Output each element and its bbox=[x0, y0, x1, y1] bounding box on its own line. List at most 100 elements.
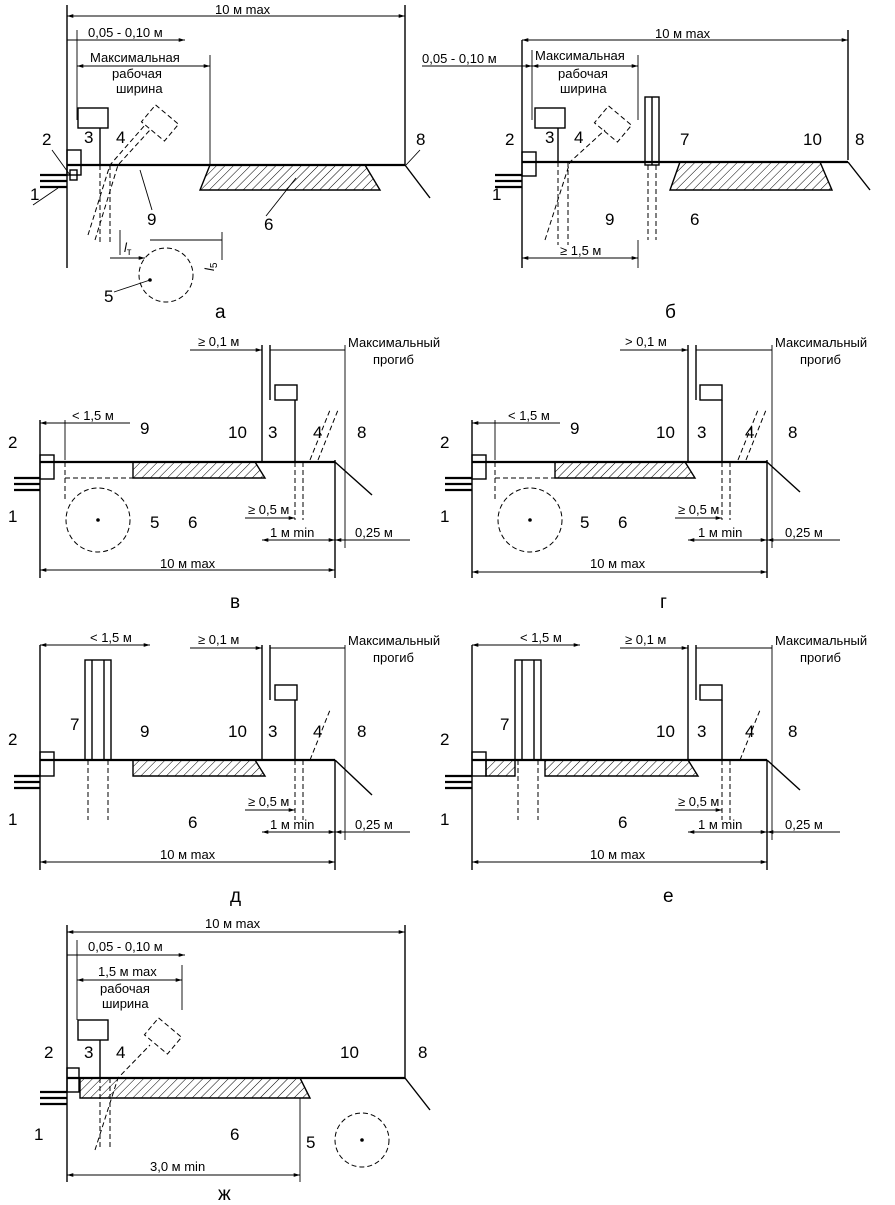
svg-text:5: 5 bbox=[580, 513, 589, 532]
svg-text:4: 4 bbox=[745, 423, 754, 442]
svg-text:9: 9 bbox=[147, 210, 156, 229]
svg-text:1,5 м max: 1,5 м max bbox=[98, 964, 157, 979]
svg-text:10: 10 bbox=[228, 423, 247, 442]
svg-text:10: 10 bbox=[656, 722, 675, 741]
svg-text:≥ 0,5 м: ≥ 0,5 м bbox=[678, 502, 719, 517]
panel-label-a: а bbox=[215, 302, 226, 323]
svg-text:1: 1 bbox=[492, 185, 501, 204]
panel-label-g: г bbox=[660, 592, 667, 613]
svg-text:2: 2 bbox=[44, 1043, 53, 1062]
svg-text:< 1,5 м: < 1,5 м bbox=[508, 408, 550, 423]
svg-text:2: 2 bbox=[440, 433, 449, 452]
svg-text:3: 3 bbox=[545, 128, 554, 147]
svg-text:1: 1 bbox=[440, 810, 449, 829]
svg-text:lт: lт bbox=[124, 240, 132, 258]
svg-text:8: 8 bbox=[788, 423, 797, 442]
svg-text:≥ 0,1 м: ≥ 0,1 м bbox=[625, 632, 666, 647]
svg-text:3: 3 bbox=[84, 1043, 93, 1062]
svg-text:1 м min: 1 м min bbox=[270, 817, 314, 832]
svg-text:6: 6 bbox=[230, 1125, 239, 1144]
svg-text:1 м min: 1 м min bbox=[698, 817, 742, 832]
svg-text:4: 4 bbox=[116, 128, 125, 147]
svg-text:5: 5 bbox=[306, 1133, 315, 1152]
svg-text:6: 6 bbox=[618, 513, 627, 532]
svg-text:≥ 0,1 м: ≥ 0,1 м bbox=[198, 632, 239, 647]
svg-text:≥ 0,5 м: ≥ 0,5 м bbox=[248, 502, 289, 517]
svg-text:0,25 м: 0,25 м bbox=[785, 525, 823, 540]
svg-text:≥ 0,1 м: ≥ 0,1 м bbox=[198, 334, 239, 349]
svg-text:0,25 м: 0,25 м bbox=[355, 817, 393, 832]
svg-text:10: 10 bbox=[340, 1043, 359, 1062]
svg-text:5: 5 bbox=[104, 287, 113, 306]
svg-text:10 м max: 10 м max bbox=[205, 916, 261, 931]
svg-text:9: 9 bbox=[140, 419, 149, 438]
panel-label-zh: ж bbox=[218, 1184, 231, 1205]
svg-text:3: 3 bbox=[697, 722, 706, 741]
svg-text:2: 2 bbox=[440, 730, 449, 749]
svg-text:10 м max: 10 м max bbox=[160, 847, 216, 862]
panel-label-b: б bbox=[665, 302, 676, 323]
svg-text:1: 1 bbox=[8, 810, 17, 829]
svg-text:3: 3 bbox=[84, 128, 93, 147]
dim-10m-max: 10 м max bbox=[215, 2, 271, 17]
svg-text:≥ 0,5 м: ≥ 0,5 м bbox=[678, 794, 719, 809]
svg-text:0,05 - 0,10 м: 0,05 - 0,10 м bbox=[88, 939, 163, 954]
svg-text:10 м max: 10 м max bbox=[590, 556, 646, 571]
svg-text:3,0 м min: 3,0 м min bbox=[150, 1159, 205, 1174]
dim-gap: 0,05 - 0,10 м bbox=[88, 25, 163, 40]
svg-text:10: 10 bbox=[803, 130, 822, 149]
svg-text:0,25 м: 0,25 м bbox=[355, 525, 393, 540]
svg-text:7: 7 bbox=[680, 130, 689, 149]
panel-label-d: д bbox=[230, 886, 241, 907]
svg-text:0,05 - 0,10 м: 0,05 - 0,10 м bbox=[422, 51, 497, 66]
svg-text:1: 1 bbox=[440, 507, 449, 526]
svg-text:2: 2 bbox=[8, 433, 17, 452]
svg-text:2: 2 bbox=[8, 730, 17, 749]
svg-text:7: 7 bbox=[70, 715, 79, 734]
svg-text:≥ 0,5 м: ≥ 0,5 м bbox=[248, 794, 289, 809]
svg-text:7: 7 bbox=[500, 715, 509, 734]
svg-text:4: 4 bbox=[313, 722, 322, 741]
svg-text:9: 9 bbox=[605, 210, 614, 229]
svg-text:3: 3 bbox=[268, 722, 277, 741]
svg-text:8: 8 bbox=[416, 130, 425, 149]
svg-text:10: 10 bbox=[228, 722, 247, 741]
svg-text:≥ 1,5 м: ≥ 1,5 м bbox=[560, 243, 601, 258]
svg-text:8: 8 bbox=[418, 1043, 427, 1062]
svg-text:10 м max: 10 м max bbox=[160, 556, 216, 571]
svg-text:> 0,1 м: > 0,1 м bbox=[625, 334, 667, 349]
svg-text:1 м min: 1 м min bbox=[270, 525, 314, 540]
panel-zh: 10 м max 0,05 - 0,10 м 1,5 м max рабочая… bbox=[34, 916, 431, 1205]
svg-text:6: 6 bbox=[188, 513, 197, 532]
svg-text:4: 4 bbox=[745, 722, 754, 741]
svg-text:5: 5 bbox=[150, 513, 159, 532]
svg-text:0,25 м: 0,25 м bbox=[785, 817, 823, 832]
svg-text:2: 2 bbox=[42, 130, 51, 149]
svg-text:4: 4 bbox=[574, 128, 583, 147]
svg-text:1: 1 bbox=[34, 1125, 43, 1144]
svg-text:3: 3 bbox=[268, 423, 277, 442]
panel-label-e: е bbox=[663, 886, 674, 907]
svg-text:10 м max: 10 м max bbox=[590, 847, 646, 862]
svg-text:10 м max: 10 м max bbox=[655, 26, 711, 41]
svg-text:< 1,5 м: < 1,5 м bbox=[520, 630, 562, 645]
svg-text:10: 10 bbox=[656, 423, 675, 442]
svg-text:1: 1 bbox=[8, 507, 17, 526]
svg-text:6: 6 bbox=[618, 813, 627, 832]
svg-text:8: 8 bbox=[357, 722, 366, 741]
svg-text:l5: l5 bbox=[202, 262, 220, 271]
svg-text:1: 1 bbox=[30, 185, 39, 204]
